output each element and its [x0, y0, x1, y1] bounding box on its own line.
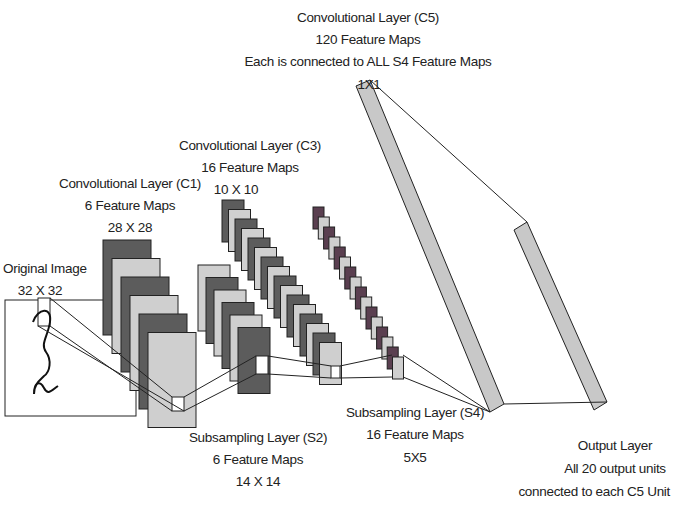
c5-slab: [356, 80, 504, 412]
projection-line: [340, 377, 392, 378]
c3-window: [331, 366, 340, 378]
image-title: Original Image: [3, 261, 87, 277]
layer-title: Convolutional Layer (C3): [179, 138, 321, 154]
layer-title: Convolutional Layer (C5): [297, 10, 439, 26]
unit-count: All 20 output units: [564, 461, 666, 477]
map-size: 5X5: [403, 450, 426, 466]
c1-window: [172, 397, 184, 411]
map-count: 6 Feature Maps: [85, 198, 175, 214]
connection-note: connected to each C5 Unit: [518, 484, 670, 500]
projection-line: [370, 80, 527, 222]
s4-map: [393, 357, 404, 379]
projection-line: [403, 355, 490, 412]
s2-window: [256, 356, 268, 374]
layer-title: Subsampling Layer (S2): [189, 430, 327, 446]
map-size: 14 X 14: [236, 474, 280, 490]
map-size: 1X1: [357, 77, 380, 93]
map-count: 16 Feature Maps: [201, 160, 299, 176]
map-size: 28 X 28: [108, 220, 152, 236]
image-size: 32 X 32: [18, 283, 62, 299]
projection-line: [184, 356, 256, 397]
projection-line: [50, 298, 172, 397]
projection-line: [268, 374, 331, 378]
projection-line: [38, 326, 184, 411]
c1-map: [148, 333, 196, 428]
projection-line: [184, 374, 256, 411]
map-count: 6 Feature Maps: [213, 452, 303, 468]
map-count: 120 Feature Maps: [316, 32, 421, 48]
output-slab: [514, 222, 607, 410]
map-count: 16 Feature Maps: [366, 427, 464, 443]
layer-title: Convolutional Layer (C1): [59, 176, 201, 192]
map-size: 10 X 10: [214, 182, 258, 198]
projection-line: [504, 402, 607, 404]
digit-sketch: [33, 311, 58, 394]
layer-title: Output Layer: [578, 438, 652, 454]
projection-line: [340, 355, 392, 366]
connection-note: Each is connected to ALL S4 Feature Maps: [244, 54, 491, 70]
s2-map: [238, 328, 270, 394]
projection-line: [268, 356, 331, 366]
layer-title: Subsampling Layer (S4): [346, 405, 484, 421]
